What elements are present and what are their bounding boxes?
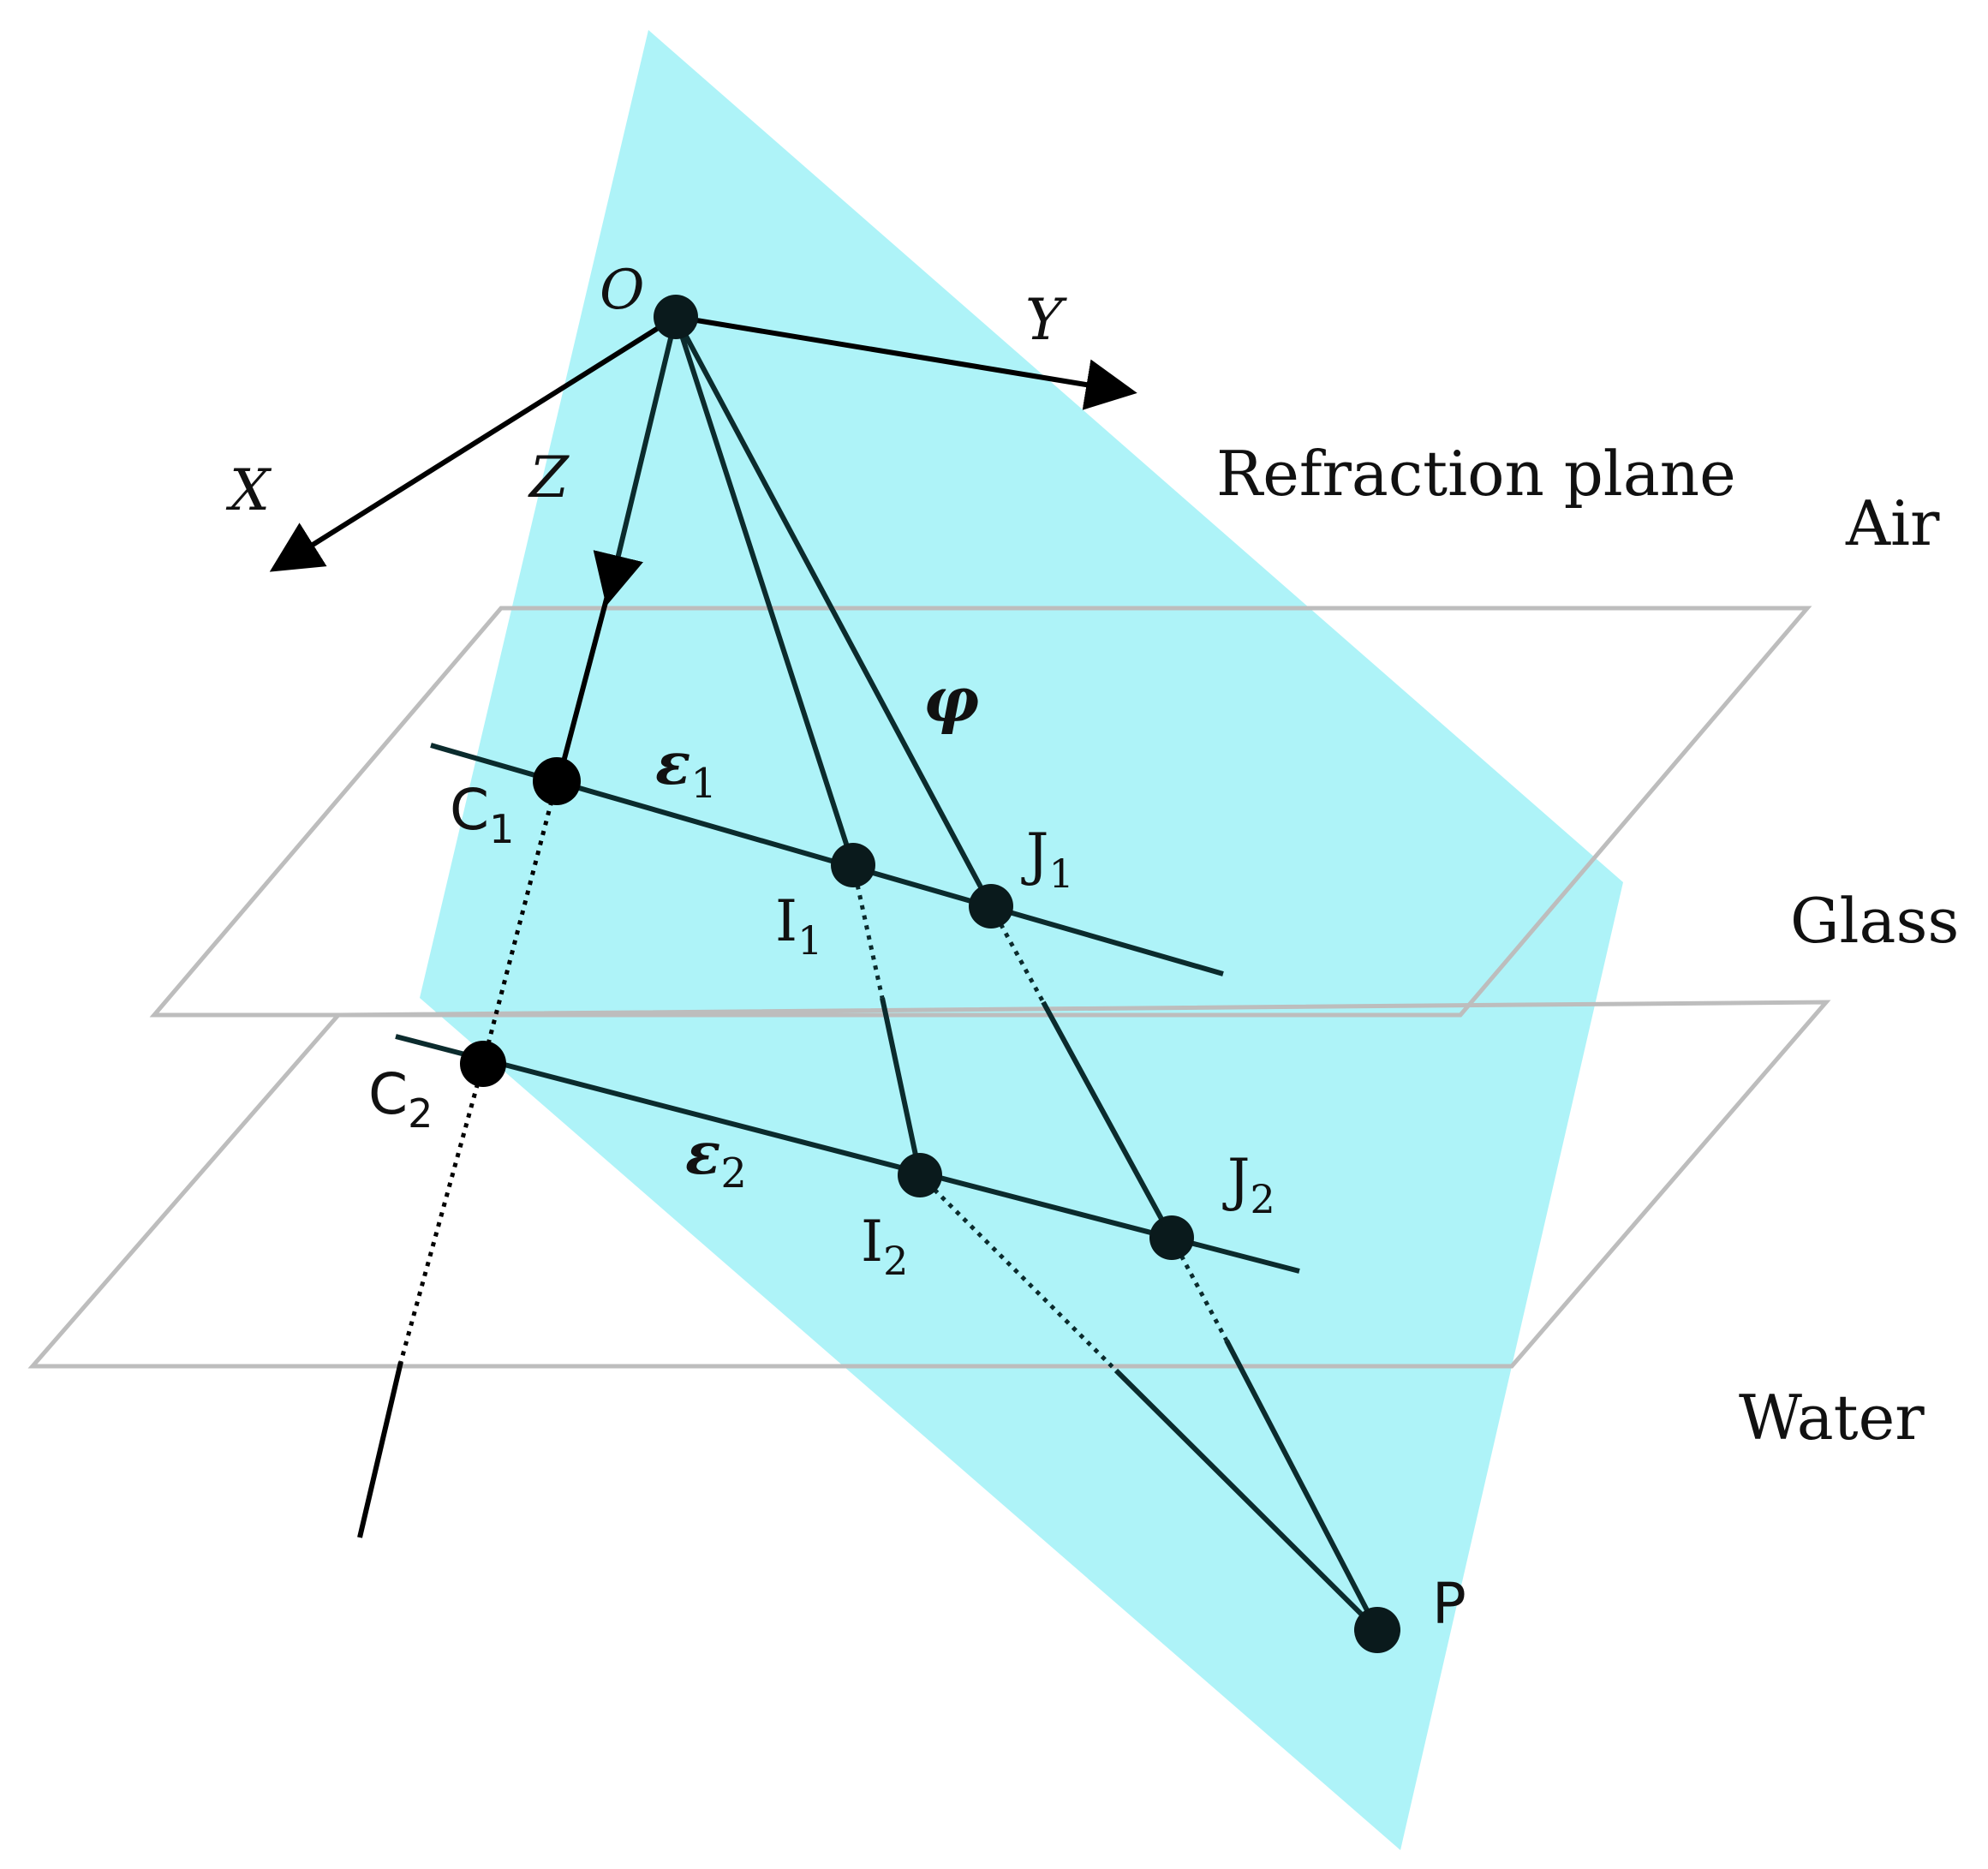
y-axis-label: Y: [1025, 287, 1067, 353]
ray-j2-p: [1224, 1339, 1380, 1632]
origin-label: O: [600, 259, 644, 322]
epsilon2-label: ε2: [685, 1120, 747, 1197]
point-j1: [969, 884, 1013, 929]
i2-label: I2: [861, 1209, 908, 1284]
p-label: P: [1432, 1571, 1466, 1637]
ray-j1-j2: [1041, 1000, 1174, 1239]
lower-interface-plane: [27, 1000, 1831, 1369]
optical-axis-glass: [481, 780, 559, 1065]
point-c1: [533, 757, 581, 805]
ray-i1-i2: [880, 997, 922, 1176]
optical-axis-water: [357, 1361, 403, 1538]
ray-o-i1: [673, 316, 856, 866]
refraction-plane-label: Refraction plane: [1216, 438, 1736, 510]
optical-axis-air: [556, 592, 611, 782]
point-i2: [898, 1153, 942, 1197]
epsilon1-label: ε1: [655, 730, 717, 808]
point-p: [1354, 1607, 1400, 1653]
y-axis: [675, 314, 1137, 410]
point-o: [654, 295, 698, 339]
x-axis: [269, 314, 678, 572]
c1-label: C1: [450, 777, 514, 852]
water-label: Water: [1739, 1382, 1925, 1454]
ray-o-j1: [673, 315, 994, 908]
j2-label: J2: [1222, 1147, 1275, 1222]
z-axis-label: Z: [528, 445, 570, 511]
glass-label: Glass: [1790, 885, 1959, 957]
air-label: Air: [1845, 487, 1940, 559]
x-axis-label: X: [225, 457, 272, 523]
ray-i1-i2-dotted: [851, 864, 885, 999]
epsilon2-line: [395, 1034, 1300, 1274]
ray-j1-j2-dotted: [988, 905, 1046, 1004]
refraction-plane: [420, 30, 1623, 1850]
i1-label: I1: [775, 888, 822, 964]
z-axis: [593, 316, 678, 606]
optical-axis-water-dotted: [398, 1063, 486, 1363]
j1-label: J1: [1021, 821, 1074, 897]
ray-i2-p: [1113, 1368, 1380, 1633]
point-j2: [1149, 1215, 1194, 1260]
point-i1: [831, 843, 875, 887]
c2-label: C2: [368, 1061, 433, 1137]
point-c2: [460, 1041, 506, 1087]
upper-interface-plane: [149, 606, 1812, 1018]
phi-label: φ: [923, 663, 979, 736]
